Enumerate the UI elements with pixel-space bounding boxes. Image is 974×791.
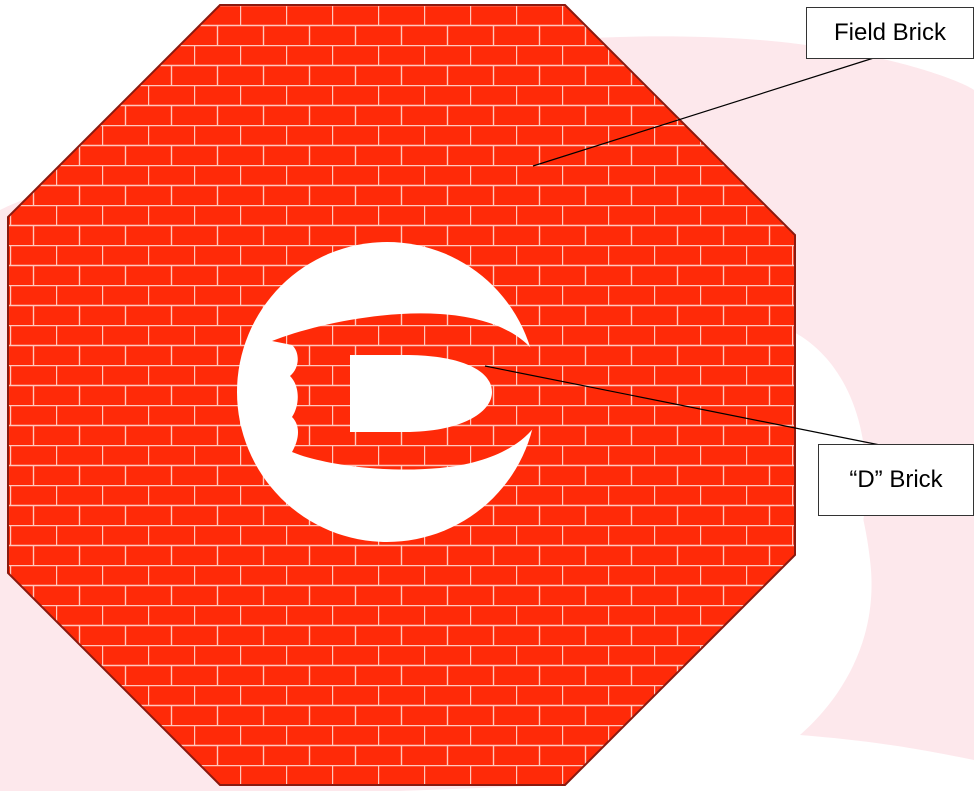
d-brick-label: “D” Brick	[818, 444, 974, 516]
field-brick-label: Field Brick	[806, 7, 974, 59]
